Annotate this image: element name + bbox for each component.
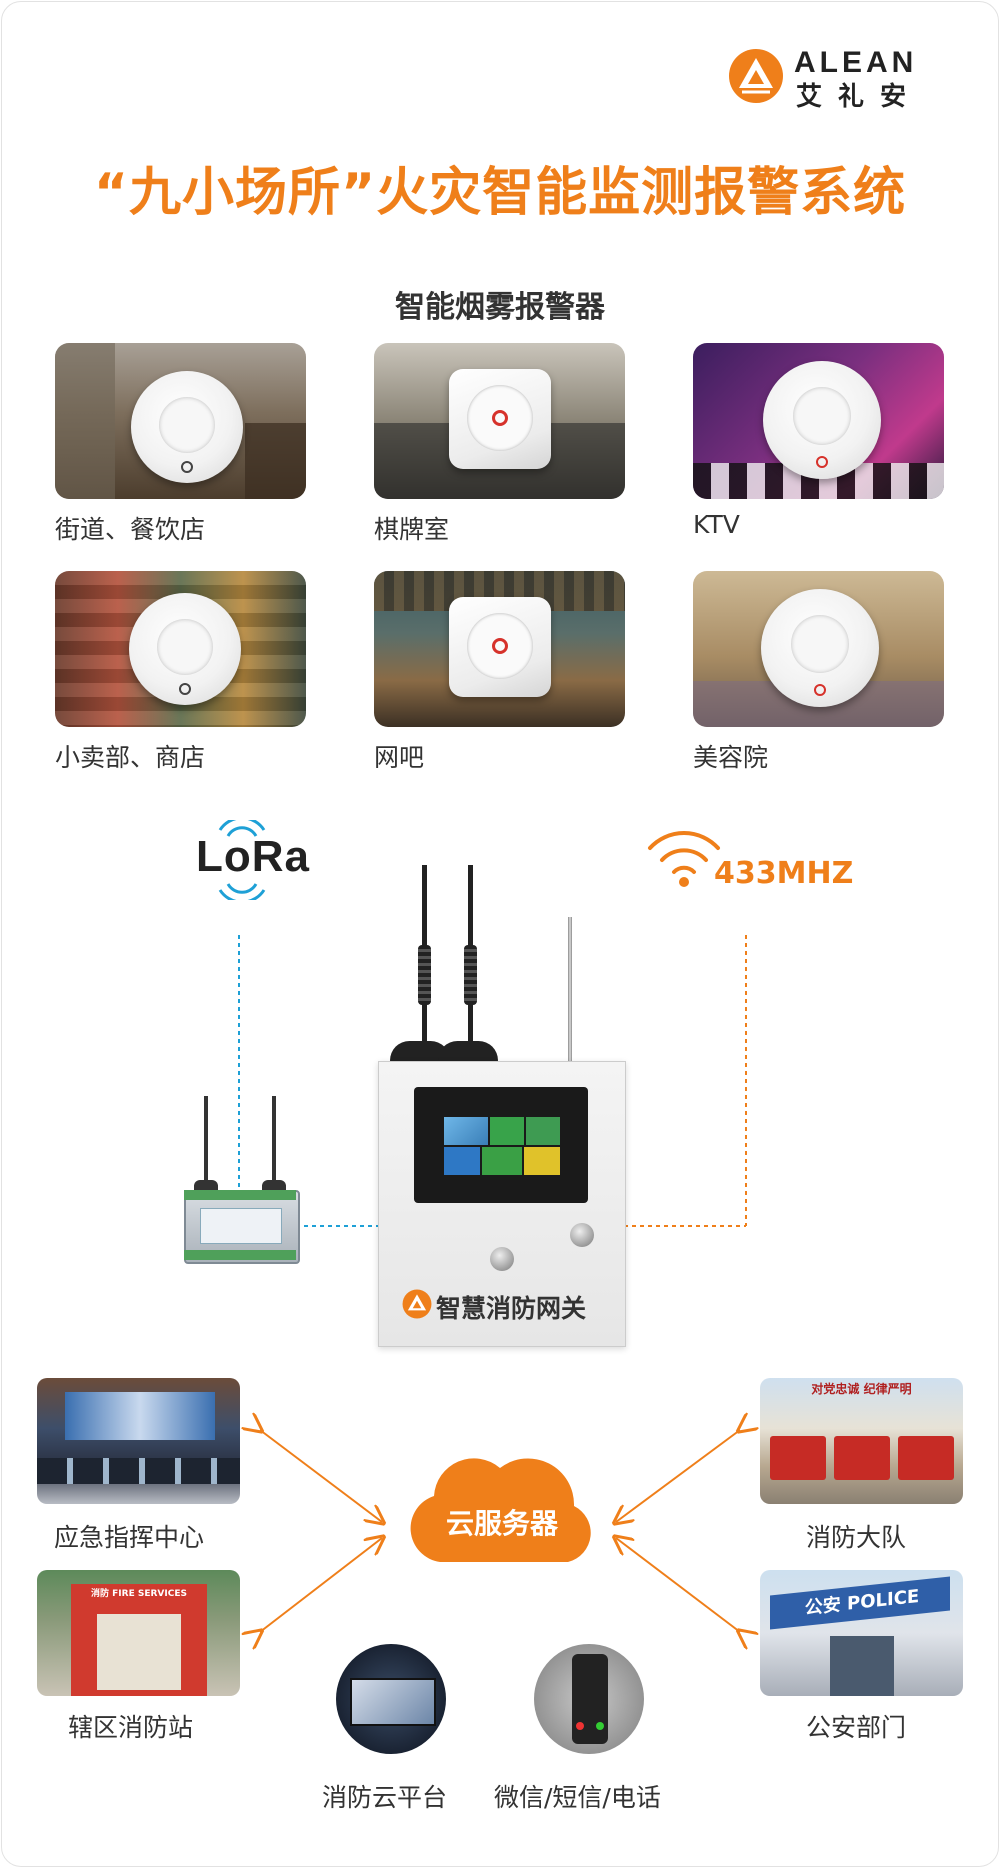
lora-label: LoRa [196, 832, 310, 881]
smoke-detector-square [449, 369, 551, 469]
brand-name: ALEAN [794, 46, 918, 79]
endpoint-label: 微信/短信/电话 [494, 1783, 661, 1812]
station-sign-text: 消防 FIRE SERVICES [91, 1589, 187, 1599]
arrow-fire-brigade [616, 1430, 740, 1522]
arrow-command-center [260, 1430, 382, 1522]
brand-logo: ALEAN 艾礼安 [728, 46, 968, 112]
freq-logo: 433MHZ [646, 826, 853, 896]
endpoint-label: 消防云平台 [322, 1783, 448, 1812]
lora-wave-icon [218, 820, 266, 900]
photo-cloud-platform [336, 1644, 446, 1754]
venue-card-beauty-salon [693, 571, 944, 727]
cloud-server: 云服务器 [404, 1440, 600, 1564]
smoke-detector-square [449, 597, 551, 697]
page-title: “九小场所”火灾智能监测报警系统 [93, 163, 907, 223]
endpoint-label: 应急指挥中心 [54, 1523, 205, 1552]
lora-logo: LoRa [196, 820, 326, 900]
photo-command-center [37, 1378, 240, 1504]
endpoint-label: 辖区消防站 [68, 1713, 194, 1742]
venue-label: 美容院 [693, 743, 769, 772]
cloud-icon [410, 1458, 591, 1562]
smoke-detector-round [763, 361, 881, 479]
venue-card-restaurant [55, 343, 306, 499]
smoke-detector-round [129, 593, 241, 705]
venue-label: 网吧 [374, 743, 425, 772]
brand-mark-icon [402, 1289, 432, 1319]
endpoint-label: 消防大队 [806, 1523, 907, 1552]
wifi-signal-icon [648, 830, 720, 887]
brand-cn-name: 艾礼安 [796, 82, 923, 112]
brand-mark-icon [729, 49, 783, 103]
endpoint-label: 公安部门 [806, 1713, 907, 1742]
lora-module [180, 1096, 300, 1266]
venue-label: 街道、餐饮店 [55, 515, 206, 544]
section-subtitle: 智能烟雾报警器 [395, 290, 605, 325]
photo-fire-station: 消防 FIRE SERVICES [37, 1570, 240, 1696]
venue-label: 棋牌室 [374, 515, 450, 544]
smart-gateway-device: 智慧消防网关 [378, 865, 626, 1347]
venue-card-ktv [693, 343, 944, 499]
whip-antenna [568, 917, 572, 1063]
arrow-police [616, 1538, 740, 1632]
photo-fire-brigade: 对党忠诚 纪律严明 [760, 1378, 963, 1504]
photo-phone-notify [534, 1644, 644, 1754]
venue-card-chess-room [374, 343, 625, 499]
smoke-detector-round [131, 371, 243, 483]
gateway-label: 智慧消防网关 [436, 1294, 587, 1323]
cloud-label: 云服务器 [445, 1507, 558, 1540]
venue-label: 小卖部、商店 [55, 743, 206, 772]
smoke-detector-round [761, 589, 879, 707]
photo-police: 公安 POLICE [760, 1570, 963, 1696]
venue-label: KTV [693, 510, 740, 539]
banner-text: 对党忠诚 纪律严明 [811, 1382, 912, 1396]
gateway-screen [414, 1087, 588, 1203]
venue-card-shop [55, 571, 306, 727]
arrow-fire-station [260, 1538, 382, 1632]
venue-card-internet-cafe [374, 571, 625, 727]
freq-label: 433MHZ [714, 856, 854, 891]
